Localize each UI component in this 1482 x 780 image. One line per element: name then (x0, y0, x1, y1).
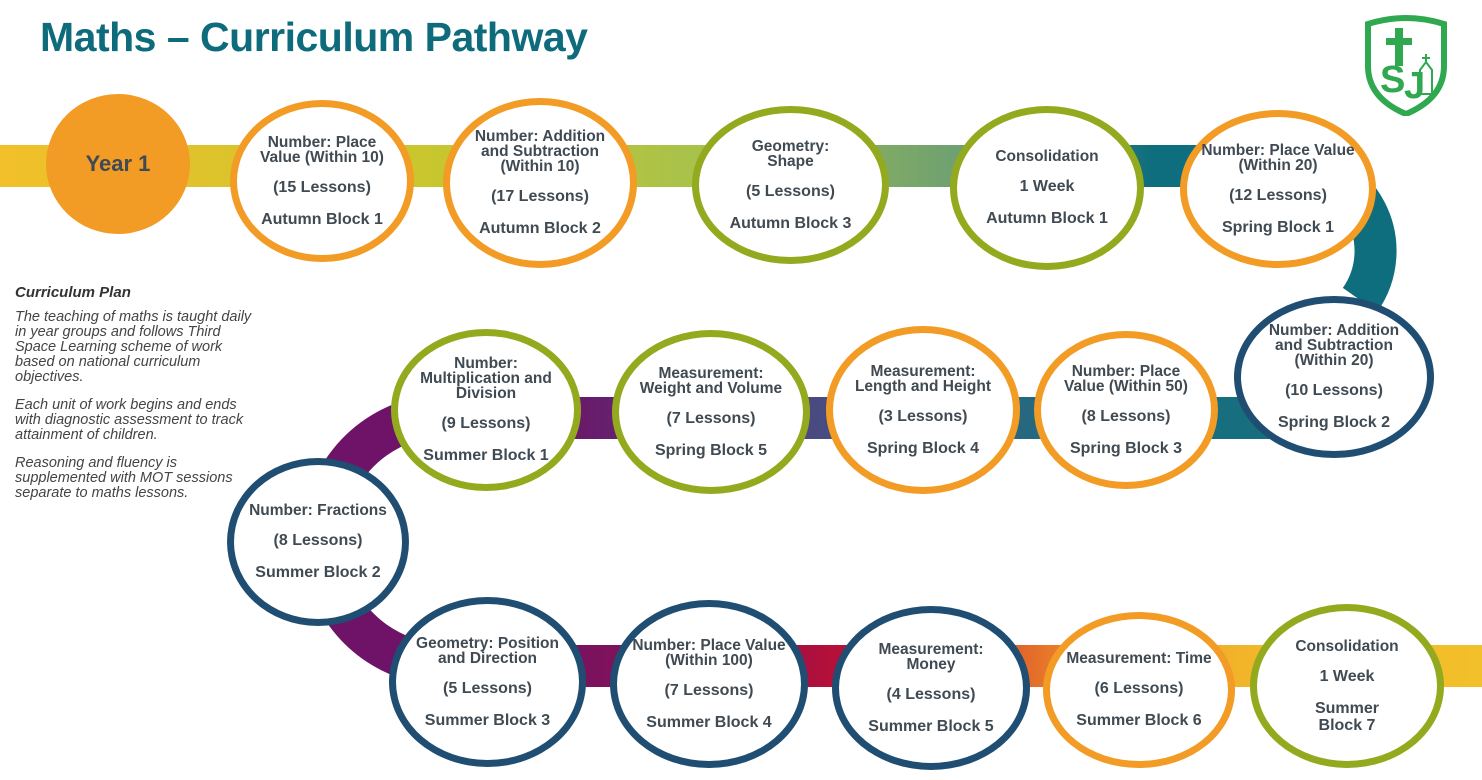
unit-lessons: (4 Lessons) (886, 685, 976, 703)
unit-block: Spring Block 2 (1277, 414, 1391, 431)
unit-block: Autumn Block 3 (729, 214, 852, 232)
unit-title: Geometry: Position and Direction (416, 634, 559, 667)
unit-lessons: (9 Lessons) (441, 415, 531, 432)
unit-node: Measurement: Money (4 Lessons) Summer Bl… (832, 606, 1030, 770)
unit-lessons: 1 Week (1019, 178, 1075, 195)
unit-node: Number: Place Value (Within 100) (7 Less… (610, 600, 808, 768)
unit-node: Consolidation 1 Week Autumn Block 1 (950, 106, 1144, 270)
unit-title: Number: Place Value (Within 10) (260, 133, 384, 166)
curriculum-plan: Curriculum Plan The teaching of maths is… (15, 285, 260, 514)
unit-node: Number: Place Value (Within 10) (15 Less… (230, 100, 414, 262)
unit-block: Summer Block 1 (423, 447, 549, 464)
unit-block: Summer Block 5 (868, 717, 994, 735)
unit-block: Spring Block 4 (866, 439, 980, 457)
plan-paragraph: Each unit of work begins and ends with d… (15, 397, 244, 443)
unit-block: Summer Block 7 (1314, 699, 1380, 734)
unit-lessons: (17 Lessons) (491, 188, 589, 205)
unit-title: Consolidation (995, 148, 1099, 165)
unit-lessons: (8 Lessons) (273, 532, 363, 549)
unit-lessons: (5 Lessons) (443, 679, 532, 697)
unit-node: Number: Addition and Subtraction (Within… (443, 98, 637, 268)
svg-text:J: J (1404, 65, 1425, 107)
unit-block: Summer Block 2 (255, 564, 381, 581)
unit-title: Number: Addition and Subtraction (Within… (474, 128, 606, 175)
unit-lessons: (7 Lessons) (666, 409, 756, 427)
plan-paragraph: The teaching of maths is taught daily in… (15, 309, 252, 385)
unit-node: Consolidation 1 Week Summer Block 7 (1250, 604, 1444, 768)
unit-block: Summer Block 6 (1076, 712, 1202, 729)
unit-block: Summer Block 4 (646, 713, 772, 731)
unit-node: Number: Addition and Subtraction (Within… (1234, 296, 1434, 458)
unit-lessons: (5 Lessons) (746, 182, 835, 200)
unit-block: Summer Block 3 (424, 711, 551, 729)
school-crest-icon: S J (1365, 15, 1447, 116)
unit-lessons: (6 Lessons) (1094, 680, 1184, 697)
unit-node: Measurement: Time (6 Lessons) Summer Blo… (1043, 612, 1235, 768)
unit-lessons: (3 Lessons) (878, 407, 968, 425)
unit-node: Geometry: Position and Direction (5 Less… (389, 597, 586, 767)
unit-title: Number: Place Value (Within 50) (1064, 362, 1188, 395)
unit-block: Autumn Block 1 (986, 210, 1108, 227)
unit-block: Spring Block 5 (654, 441, 768, 459)
unit-title: Consolidation (1295, 637, 1399, 655)
unit-lessons: (8 Lessons) (1081, 407, 1171, 425)
unit-title: Geometry: Shape (751, 137, 830, 170)
unit-lessons: (7 Lessons) (664, 681, 754, 699)
unit-block: Autumn Block 2 (479, 220, 601, 237)
unit-title: Number: Fractions (249, 502, 387, 519)
unit-block: Spring Block 3 (1069, 439, 1183, 457)
unit-node: Number: Fractions (8 Lessons) Summer Blo… (227, 458, 409, 626)
unit-title: Measurement: Time (1066, 650, 1212, 667)
unit-node: Number: Multiplication and Division (9 L… (391, 329, 581, 491)
unit-block: Spring Block 1 (1221, 218, 1335, 236)
unit-node: Measurement: Weight and Volume (7 Lesson… (612, 330, 810, 494)
unit-lessons: (10 Lessons) (1285, 382, 1383, 399)
year-badge: Year 1 (46, 94, 190, 234)
plan-paragraph: Reasoning and fluency is supplemented wi… (15, 455, 233, 501)
svg-text:S: S (1380, 59, 1405, 101)
unit-node: Number: Place Value (Within 20) (12 Less… (1180, 110, 1376, 268)
unit-title: Number: Place Value (Within 100) (632, 636, 786, 669)
unit-block: Autumn Block 1 (261, 210, 383, 228)
unit-title: Measurement: Length and Height (854, 362, 992, 395)
unit-title: Number: Place Value (Within 20) (1201, 141, 1355, 174)
page-title: Maths – Curriculum Pathway (40, 14, 588, 60)
unit-title: Number: Multiplication and Division (420, 355, 552, 402)
plan-heading: Curriculum Plan (15, 284, 131, 301)
unit-title: Measurement: Weight and Volume (639, 364, 783, 397)
unit-node: Geometry: Shape (5 Lessons) Autumn Block… (692, 106, 889, 264)
unit-title: Number: Addition and Subtraction (Within… (1268, 322, 1400, 369)
unit-lessons: 1 Week (1319, 667, 1375, 685)
unit-lessons: (15 Lessons) (273, 178, 371, 196)
unit-lessons: (12 Lessons) (1229, 186, 1327, 204)
unit-title: Measurement: Money (878, 640, 984, 673)
unit-node: Number: Place Value (Within 50) (8 Lesso… (1034, 331, 1218, 489)
unit-node: Measurement: Length and Height (3 Lesson… (826, 326, 1020, 494)
